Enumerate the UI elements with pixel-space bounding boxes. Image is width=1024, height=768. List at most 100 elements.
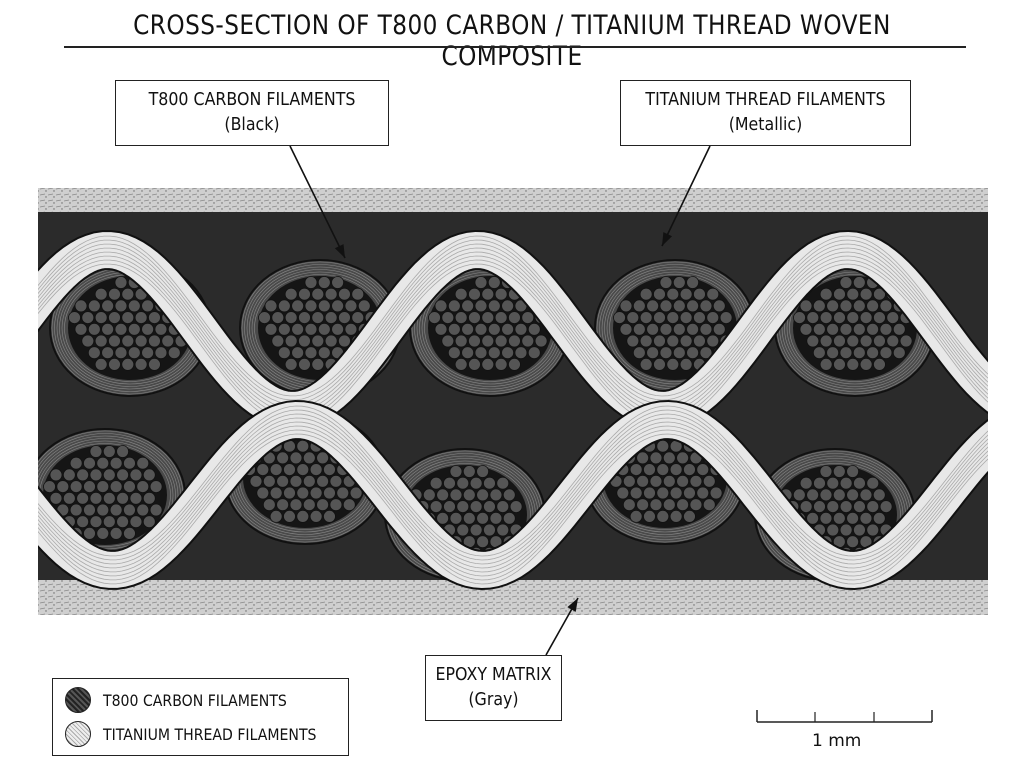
carbon-filament	[101, 322, 115, 336]
carbon-filament	[123, 456, 136, 470]
carbon-filament	[508, 311, 521, 325]
carbon-filament	[686, 276, 700, 289]
carbon-filament	[123, 503, 136, 517]
carbon-filament	[693, 334, 706, 348]
carbon-filament	[683, 486, 696, 500]
carbon-filament	[483, 523, 496, 537]
carbon-filament	[632, 322, 646, 336]
carbon-filament	[317, 322, 331, 336]
carbon-filament	[357, 299, 371, 313]
carbon-filament	[454, 311, 468, 325]
carbon-filament	[666, 287, 680, 301]
carbon-filament	[859, 311, 873, 325]
carbon-filament	[683, 463, 696, 477]
carbon-filament	[653, 334, 666, 348]
carbon-filament	[276, 451, 290, 465]
carbon-filament	[311, 334, 325, 348]
carbon-filament	[468, 311, 481, 325]
callout-titanium-title: TITANIUM THREAD FILAMENTS	[645, 89, 886, 110]
carbon-filament	[114, 276, 128, 289]
carbon-filament	[806, 311, 820, 325]
carbon-filament	[277, 322, 291, 336]
carbon-filament	[161, 334, 175, 348]
carbon-filament	[283, 463, 296, 477]
carbon-filament	[323, 486, 336, 500]
carbon-filament	[629, 463, 643, 477]
carbon-filament	[689, 474, 703, 488]
carbon-filament	[866, 523, 880, 537]
carbon-filament	[693, 287, 706, 301]
carbon-filament	[74, 299, 88, 313]
legend-label: TITANIUM THREAD FILAMENTS	[103, 724, 317, 744]
callout-epoxy-subtitle: (Gray)	[468, 689, 519, 710]
carbon-filament	[679, 287, 693, 301]
carbon-filament	[264, 299, 278, 313]
carbon-filament	[449, 488, 463, 502]
carbon-filament	[806, 334, 820, 348]
carbon-filament	[699, 346, 713, 360]
carbon-filament	[476, 488, 490, 502]
carbon-filament	[632, 299, 646, 313]
callout-carbon-filaments: T800 CARBON FILAMENTS (Black)	[115, 80, 389, 146]
carbon-filament	[819, 465, 833, 478]
carbon-filament	[866, 322, 880, 336]
carbon-filament	[114, 346, 128, 360]
carbon-filament	[89, 491, 103, 505]
carbon-filament	[866, 299, 880, 313]
carbon-filament	[351, 287, 365, 301]
carbon-filament	[839, 322, 853, 336]
carbon-filament	[136, 456, 150, 470]
carbon-filament	[94, 334, 108, 348]
carbon-filament	[639, 287, 653, 301]
carbon-filament	[429, 476, 443, 490]
carbon-filament	[269, 510, 283, 523]
carbon-filament	[514, 346, 528, 360]
carbon-filament	[666, 334, 680, 348]
carbon-filament	[483, 476, 496, 490]
carbon-filament	[846, 465, 860, 478]
arrowhead-icon	[334, 244, 345, 258]
carbon-filament	[422, 488, 436, 502]
carbon-filament	[316, 451, 330, 465]
carbon-filament	[428, 311, 441, 325]
composite-cross-section	[38, 188, 988, 615]
carbon-filament	[806, 488, 820, 502]
carbon-filament	[338, 311, 351, 325]
carbon-filament	[826, 346, 840, 360]
legend-label: T800 CARBON FILAMENTS	[103, 690, 287, 710]
carbon-filament	[839, 346, 853, 360]
carbon-filament	[859, 488, 873, 502]
carbon-filament	[812, 322, 826, 336]
carbon-filament	[284, 287, 298, 301]
carbon-filament	[441, 334, 455, 348]
carbon-filament	[639, 357, 653, 371]
carbon-filament	[636, 451, 650, 465]
carbon-filament	[101, 346, 115, 360]
carbon-filament	[447, 299, 461, 313]
carbon-filament	[434, 299, 448, 313]
carbon-filament	[134, 311, 148, 325]
carbon-filament	[826, 523, 840, 537]
carbon-filament	[846, 511, 860, 525]
carbon-filament	[429, 500, 443, 514]
arrowhead-icon	[567, 598, 578, 612]
carbon-filament	[839, 500, 853, 514]
carbon-filament	[643, 463, 656, 477]
carbon-filament	[62, 491, 76, 505]
carbon-filament	[121, 334, 135, 348]
carbon-filament	[89, 468, 103, 482]
carbon-filament	[134, 334, 148, 348]
carbon-filament	[76, 515, 90, 529]
carbon-filament	[454, 287, 468, 301]
carbon-filament	[309, 510, 323, 523]
carbon-filament	[456, 500, 470, 514]
carbon-filament	[819, 357, 833, 371]
carbon-filament	[284, 334, 298, 348]
carbon-filament	[262, 474, 276, 488]
carbon-filament	[338, 287, 351, 301]
carbon-filament	[271, 334, 285, 348]
carbon-filament	[456, 476, 470, 490]
carbon-filament	[852, 346, 866, 360]
carbon-filament	[127, 346, 141, 360]
carbon-filament	[509, 500, 523, 514]
